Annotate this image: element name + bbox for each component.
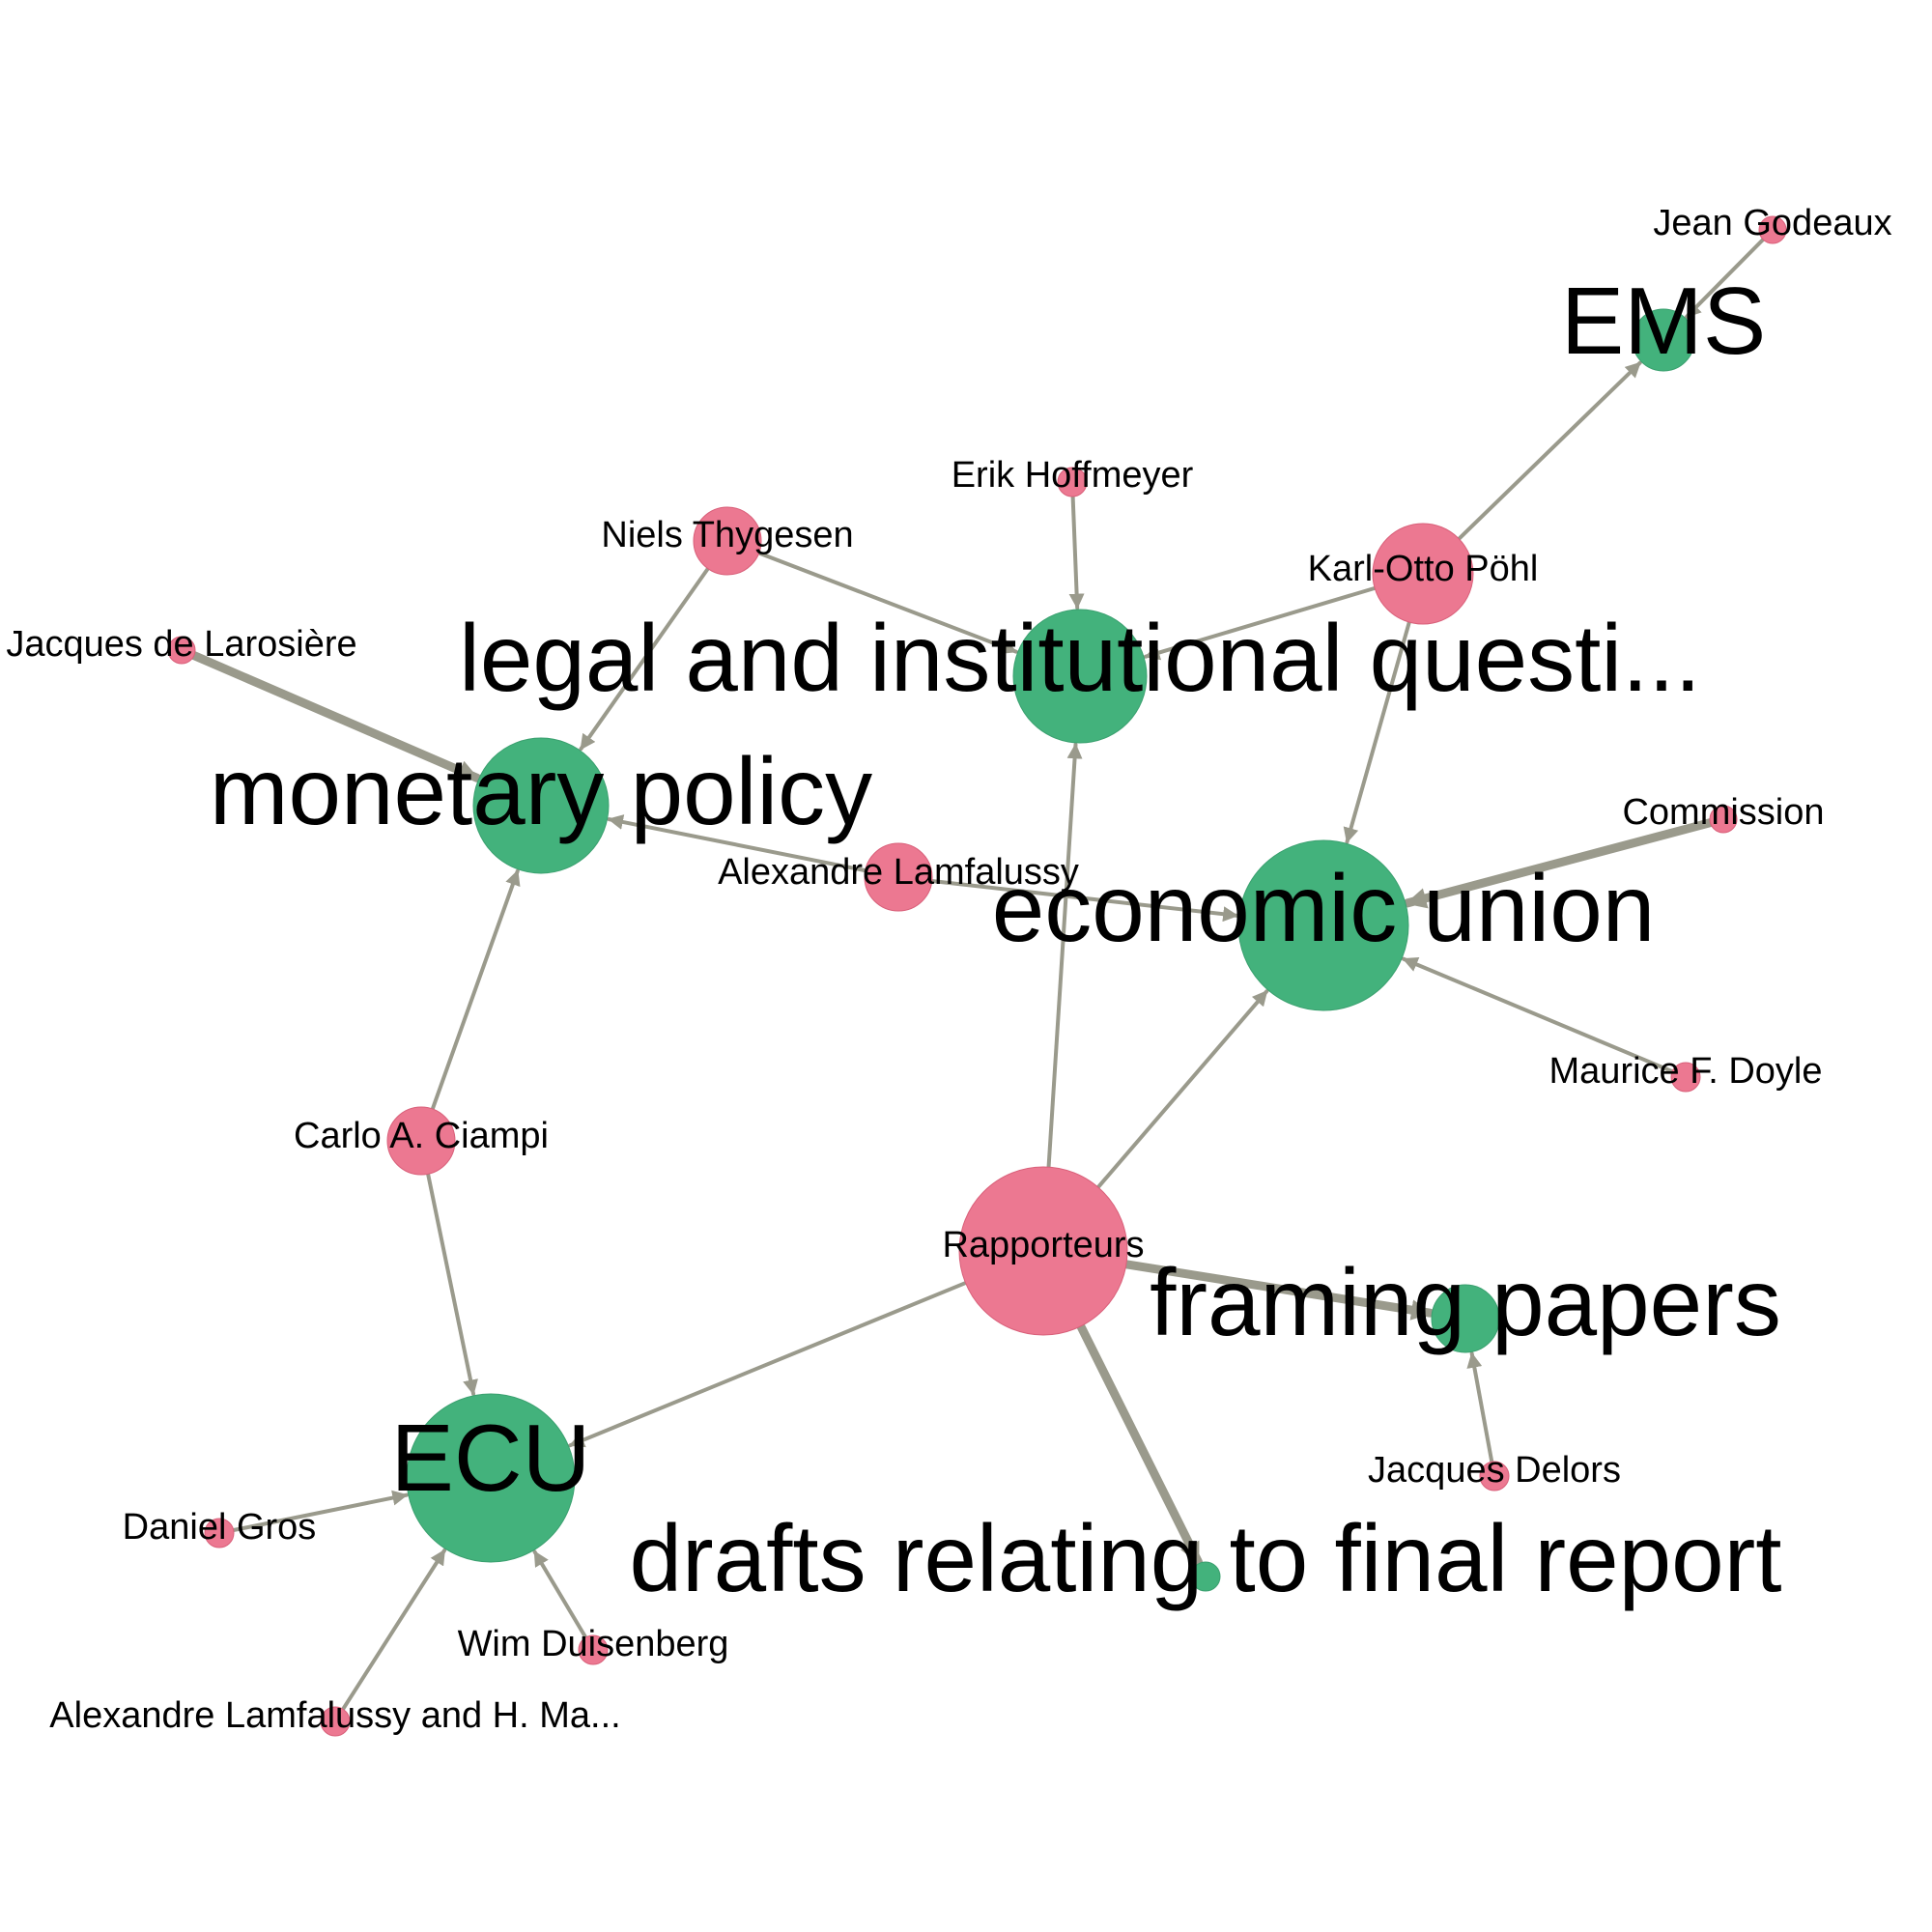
- node-wim_duisenberg[interactable]: [578, 1634, 609, 1665]
- label-economic_union: economic union: [992, 855, 1655, 961]
- label-drafts_final_report: drafts relating to final report: [630, 1505, 1782, 1611]
- edges-layer: [189, 237, 1766, 1712]
- node-daniel_gros[interactable]: [204, 1518, 235, 1548]
- edge-carlo_ciampi-to-ecu: [426, 1172, 478, 1396]
- edge-rapporteurs-to-framing_papers: [1122, 1260, 1435, 1321]
- label-ecu: ECU: [391, 1405, 591, 1511]
- node-drafts_final_report[interactable]: [1190, 1561, 1221, 1592]
- node-lamfalussy_and_h[interactable]: [320, 1706, 351, 1737]
- label-wim_duisenberg: Wim Duisenberg: [458, 1624, 729, 1664]
- label-karl_otto_pohl: Karl-Otto Pöhl: [1308, 549, 1539, 589]
- label-carlo_ciampi: Carlo A. Ciampi: [294, 1116, 549, 1156]
- node-monetary_policy[interactable]: [472, 737, 610, 874]
- label-erik_hoffmeyer: Erik Hoffmeyer: [952, 455, 1194, 496]
- label-rapporteurs: Rapporteurs: [942, 1225, 1144, 1265]
- label-ems: EMS: [1561, 268, 1766, 374]
- node-jacques_delors[interactable]: [1479, 1461, 1510, 1492]
- node-karl_otto_pohl[interactable]: [1372, 523, 1474, 625]
- node-niels_thygesen[interactable]: [693, 506, 762, 576]
- edge-carlo_ciampi-to-monetary_policy: [430, 868, 521, 1112]
- edge-karl_otto_pohl-to-legal_institutional: [1144, 585, 1378, 661]
- label-commission: Commission: [1622, 792, 1824, 833]
- node-erik_hoffmeyer[interactable]: [1057, 467, 1088, 497]
- edge-jacques_delors-to-framing_papers: [1466, 1351, 1494, 1464]
- edge-wim_duisenberg-to-ecu: [532, 1549, 588, 1640]
- edge-karl_otto_pohl-to-ems: [1457, 360, 1642, 541]
- edge-commission-to-economic_union: [1403, 818, 1715, 909]
- label-jean_godeaux: Jean Godeaux: [1653, 203, 1891, 243]
- node-carlo_ciampi[interactable]: [386, 1106, 456, 1176]
- edge-rapporteurs-to-drafts_final_report: [1076, 1321, 1203, 1567]
- label-niels_thygesen: Niels Thygesen: [601, 515, 853, 555]
- edge-lamfalussy_and_h-to-ecu: [341, 1548, 447, 1712]
- label-legal_institutional: legal and institutional questi...: [459, 605, 1701, 711]
- edge-rapporteurs-to-legal_institutional: [1046, 742, 1083, 1170]
- label-daniel_gros: Daniel Gros: [123, 1507, 317, 1548]
- label-maurice_doyle: Maurice F. Doyle: [1549, 1051, 1823, 1092]
- label-jacques_de_larosiere: Jacques de Larosière: [6, 624, 356, 665]
- label-alexandre_lamfalussy: Alexandre Lamfalussy: [718, 852, 1079, 893]
- edge-daniel_gros-to-ecu: [231, 1490, 409, 1533]
- node-alexandre_lamfalussy[interactable]: [864, 842, 933, 912]
- node-economic_union[interactable]: [1237, 839, 1409, 1011]
- label-framing_papers: framing papers: [1150, 1249, 1781, 1355]
- node-maurice_doyle[interactable]: [1670, 1062, 1701, 1093]
- label-lamfalussy_and_h: Alexandre Lamfalussy and H. Ma...: [49, 1695, 620, 1736]
- edge-karl_otto_pohl-to-economic_union: [1343, 620, 1411, 844]
- node-commission[interactable]: [1709, 805, 1738, 834]
- edge-maurice_doyle-to-economic_union: [1402, 956, 1675, 1074]
- edge-rapporteurs-to-economic_union: [1095, 989, 1269, 1190]
- edge-alexandre_lamfalussy-to-monetary_policy: [607, 814, 867, 873]
- edge-erik_hoffmeyer-to-legal_institutional: [1068, 494, 1085, 611]
- node-rapporteurs[interactable]: [958, 1166, 1128, 1336]
- edge-alexandre_lamfalussy-to-economic_union: [929, 878, 1239, 923]
- node-jacques_de_larosiere[interactable]: [167, 636, 196, 665]
- node-framing_papers[interactable]: [1431, 1284, 1500, 1353]
- edge-niels_thygesen-to-monetary_policy: [579, 566, 710, 752]
- label-jacques_delors: Jacques Delors: [1368, 1450, 1621, 1491]
- node-ecu[interactable]: [406, 1393, 576, 1563]
- label-monetary_policy: monetary policy: [210, 738, 872, 844]
- edge-rapporteurs-to-ecu: [568, 1281, 968, 1448]
- node-jean_godeaux[interactable]: [1758, 215, 1787, 244]
- node-ems[interactable]: [1632, 308, 1695, 372]
- node-legal_institutional[interactable]: [1012, 609, 1148, 744]
- nodes-layer: [167, 215, 1787, 1737]
- edge-niels_thygesen-to-legal_institutional: [756, 551, 1018, 654]
- edge-jean_godeaux-to-ems: [1684, 237, 1766, 319]
- edge-jacques_de_larosiere-to-monetary_policy: [189, 651, 482, 782]
